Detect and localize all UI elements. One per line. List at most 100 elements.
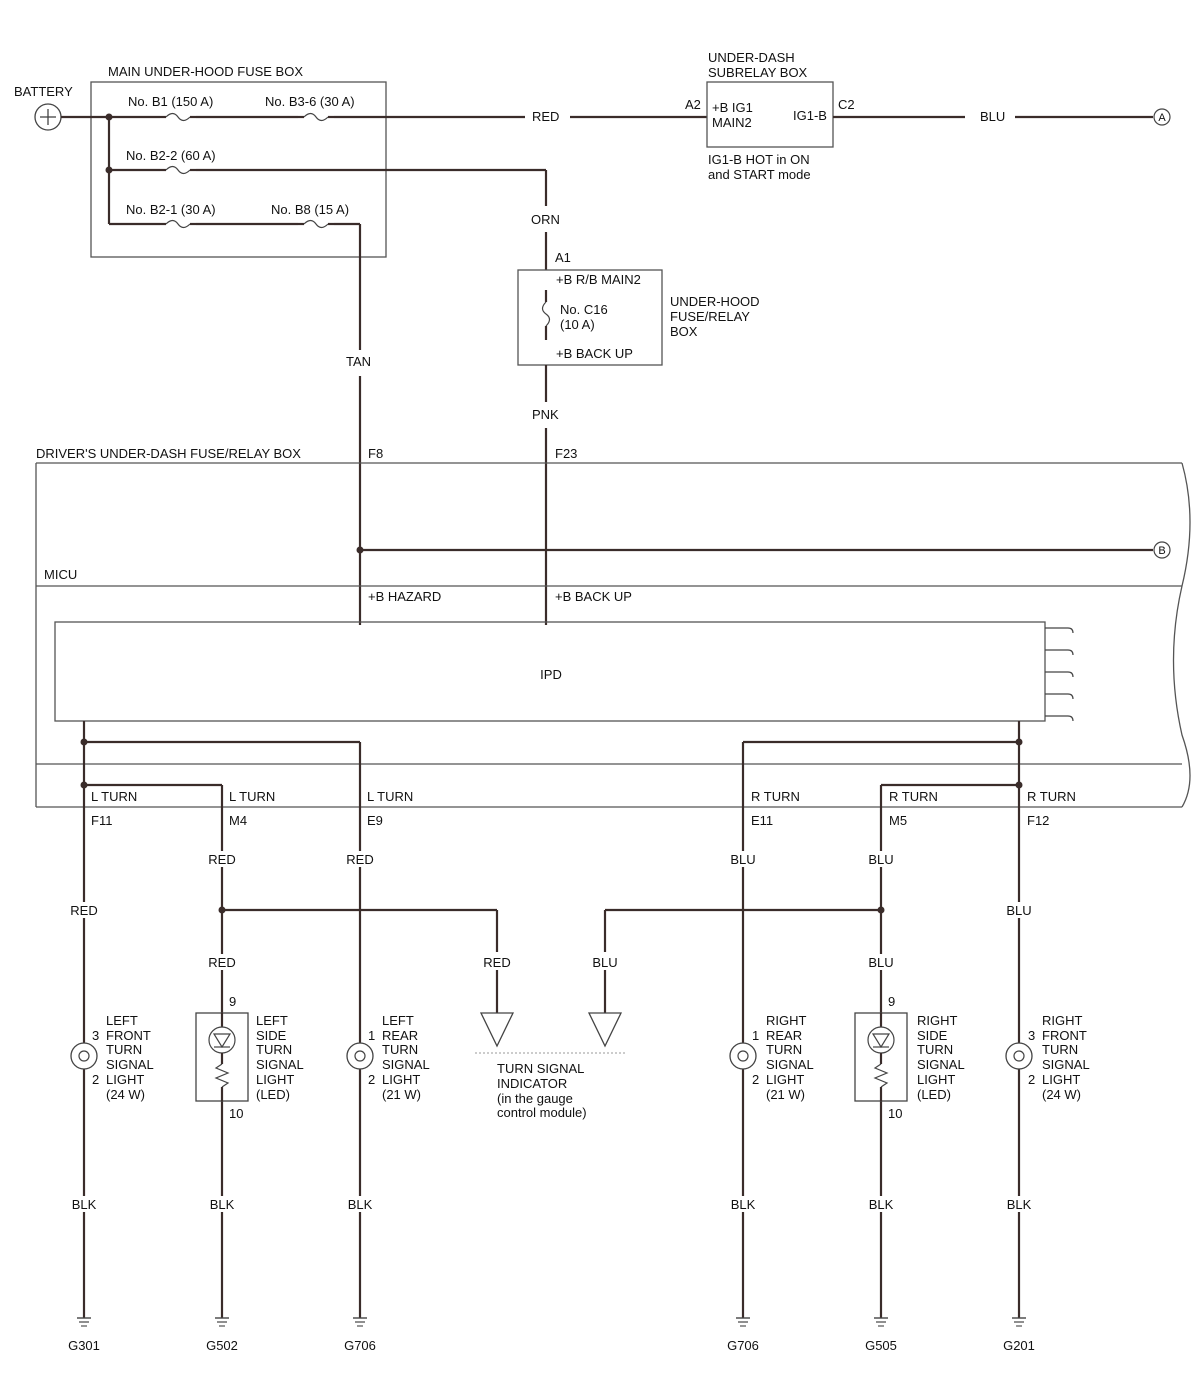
ground-icon bbox=[874, 1317, 888, 1327]
subrelay-title-2: SUBRELAY BOX bbox=[708, 65, 808, 80]
subrelay-pin-c2: C2 bbox=[838, 97, 855, 112]
wire-e11-blu: BLU bbox=[730, 852, 755, 867]
svg-text:LIGHT: LIGHT bbox=[1042, 1072, 1080, 1087]
svg-text:(LED): (LED) bbox=[917, 1087, 951, 1102]
micu-label: MICU bbox=[44, 567, 77, 582]
fuse-b2-1-label: No. B2-1 (30 A) bbox=[126, 202, 216, 217]
fuse-b1-label: No. B1 (150 A) bbox=[128, 94, 213, 109]
output-label-m4: L TURN bbox=[229, 789, 275, 804]
wire-pnk-label: PNK bbox=[532, 407, 559, 422]
svg-text:REAR: REAR bbox=[766, 1028, 802, 1043]
svg-text:SIGNAL: SIGNAL bbox=[1042, 1057, 1090, 1072]
wire-f12-blu: BLU bbox=[1006, 903, 1031, 918]
subrelay-input-label-2: MAIN2 bbox=[712, 115, 752, 130]
lr-pin-top: 1 bbox=[368, 1028, 375, 1043]
svg-text:SIGNAL: SIGNAL bbox=[917, 1057, 965, 1072]
ground-symbols bbox=[77, 1317, 1026, 1327]
fuse-b8-label: No. B8 (15 A) bbox=[271, 202, 349, 217]
wire-blk-5: BLK bbox=[869, 1197, 894, 1212]
svg-text:TURN: TURN bbox=[1042, 1042, 1078, 1057]
fuse-b8 bbox=[298, 219, 334, 229]
ground-g301: G301 bbox=[68, 1338, 100, 1353]
turn-signal-indicator bbox=[475, 1012, 627, 1054]
indicator-line-2: INDICATOR bbox=[497, 1076, 567, 1091]
svg-text:TURN: TURN bbox=[917, 1042, 953, 1057]
ground-g505: G505 bbox=[865, 1338, 897, 1353]
wire-tan-label: TAN bbox=[346, 354, 371, 369]
left-front-light-label: LEFT FRONT TURN SIGNAL LIGHT (24 W) bbox=[106, 1013, 154, 1102]
wire-red-label: RED bbox=[532, 109, 559, 124]
svg-text:LIGHT: LIGHT bbox=[256, 1072, 294, 1087]
wire-m5-blu: BLU bbox=[868, 852, 893, 867]
subrelay-title-1: UNDER-DASH bbox=[708, 50, 795, 65]
pin-f11: F11 bbox=[91, 813, 112, 828]
output-label-f11: L TURN bbox=[91, 789, 137, 804]
left-rear-light-label: LEFT REAR TURN SIGNAL LIGHT (21 W) bbox=[382, 1013, 430, 1102]
backup-label: +B BACK UP bbox=[555, 589, 632, 604]
underhood-fuse-relay-box bbox=[517, 269, 663, 366]
svg-text:(24 W): (24 W) bbox=[1042, 1087, 1081, 1102]
svg-text:LIGHT: LIGHT bbox=[106, 1072, 144, 1087]
svg-text:RIGHT: RIGHT bbox=[766, 1013, 807, 1028]
ground-icon bbox=[77, 1317, 91, 1327]
svg-text:(LED): (LED) bbox=[256, 1087, 290, 1102]
ground-g706-left: G706 bbox=[344, 1338, 376, 1353]
ground-g502: G502 bbox=[206, 1338, 238, 1353]
wire-m4-red: RED bbox=[208, 852, 235, 867]
fuse-c16 bbox=[541, 290, 551, 340]
fuse-c16-label: No. C16 bbox=[560, 302, 608, 317]
battery-label: BATTERY bbox=[14, 84, 73, 99]
output-label-e9: L TURN bbox=[367, 789, 413, 804]
subrelay-output-label: IG1-B bbox=[793, 108, 827, 123]
fuse-b3-6-label: No. B3-6 (30 A) bbox=[265, 94, 355, 109]
svg-text:B: B bbox=[1158, 545, 1165, 557]
indicator-line-1: TURN SIGNAL bbox=[497, 1061, 584, 1076]
svg-text:LIGHT: LIGHT bbox=[382, 1072, 420, 1087]
connector-a: A bbox=[1153, 108, 1171, 126]
main-fuse-box-title: MAIN UNDER-HOOD FUSE BOX bbox=[108, 64, 303, 79]
svg-text:TURN: TURN bbox=[382, 1042, 418, 1057]
svg-text:TURN: TURN bbox=[256, 1042, 292, 1057]
svg-text:LEFT: LEFT bbox=[256, 1013, 288, 1028]
ground-icon bbox=[736, 1317, 750, 1327]
svg-text:(21 W): (21 W) bbox=[766, 1087, 805, 1102]
ipd-extra-terminals bbox=[1045, 627, 1074, 722]
svg-text:A: A bbox=[1158, 112, 1166, 124]
svg-text:(21 W): (21 W) bbox=[382, 1087, 421, 1102]
svg-text:TURN: TURN bbox=[766, 1042, 802, 1057]
ipd-label: IPD bbox=[540, 667, 562, 682]
left-side-turn-signal-led bbox=[195, 1012, 249, 1102]
hazard-label: +B HAZARD bbox=[368, 589, 441, 604]
fuse-b2-2 bbox=[160, 165, 196, 175]
wire-blk-2: BLK bbox=[210, 1197, 235, 1212]
fuse-b2-1 bbox=[160, 219, 196, 229]
pin-e11: E11 bbox=[751, 813, 773, 828]
connector-b: B bbox=[1153, 541, 1171, 559]
lf-pin-top: 3 bbox=[92, 1028, 99, 1043]
svg-text:SIGNAL: SIGNAL bbox=[382, 1057, 430, 1072]
right-side-turn-signal-led bbox=[854, 1012, 908, 1102]
svg-text:SIGNAL: SIGNAL bbox=[766, 1057, 814, 1072]
ground-icon bbox=[1012, 1317, 1026, 1327]
rf-pin-bottom: 2 bbox=[1028, 1072, 1035, 1087]
wire-f11-red: RED bbox=[70, 903, 97, 918]
wire-blk-3: BLK bbox=[348, 1197, 373, 1212]
relay-bottom-label: +B BACK UP bbox=[556, 346, 633, 361]
relay-top-label: +B R/B MAIN2 bbox=[556, 272, 641, 287]
svg-text:LEFT: LEFT bbox=[382, 1013, 414, 1028]
battery-symbol bbox=[34, 103, 62, 131]
ground-icon bbox=[215, 1317, 229, 1327]
pin-m4: M4 bbox=[229, 813, 247, 828]
relay-title-2: FUSE/RELAY bbox=[670, 309, 750, 324]
pin-f12: F12 bbox=[1027, 813, 1049, 828]
svg-text:(24 W): (24 W) bbox=[106, 1087, 145, 1102]
svg-text:FRONT: FRONT bbox=[1042, 1028, 1087, 1043]
left-side-light-label: LEFT SIDE TURN SIGNAL LIGHT (LED) bbox=[256, 1013, 304, 1102]
wire-blu-top-label: BLU bbox=[980, 109, 1005, 124]
relay-title-3: BOX bbox=[670, 324, 698, 339]
svg-text:FRONT: FRONT bbox=[106, 1028, 151, 1043]
lr-pin-bottom: 2 bbox=[368, 1072, 375, 1087]
svg-text:RIGHT: RIGHT bbox=[917, 1013, 958, 1028]
ls-pin-top: 9 bbox=[229, 994, 236, 1009]
wire-orn-label: ORN bbox=[531, 212, 560, 227]
